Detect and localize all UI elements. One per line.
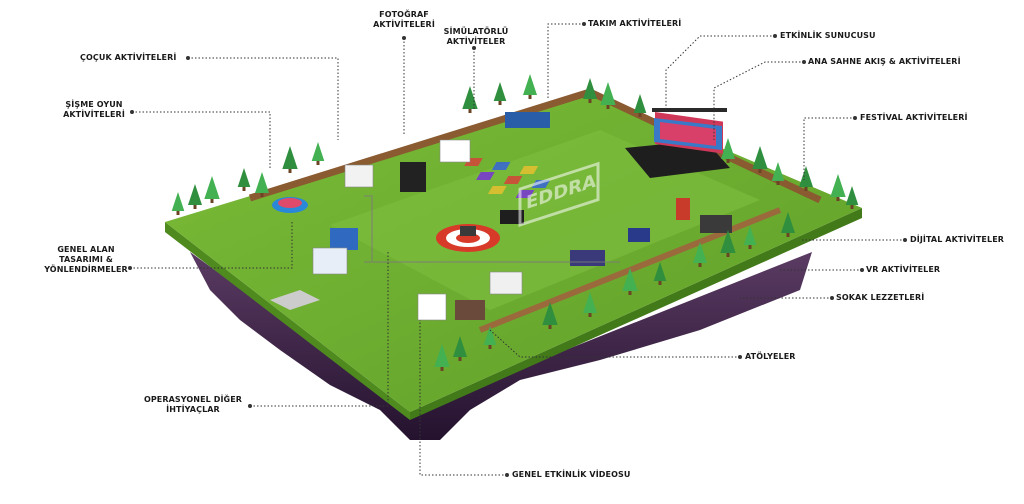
label-fotograf-line2: AKTİVİTELERİ [373, 20, 435, 29]
label-sisme-line2: AKTİVİTELERİ [63, 110, 125, 119]
watermark-box-big [364, 195, 620, 263]
center-target [436, 224, 500, 252]
leader-dots [128, 22, 907, 477]
stage-screen [654, 118, 722, 150]
label-operasyonel-line2: İHTİYAÇLAR [166, 405, 220, 414]
checker-area [464, 158, 551, 198]
label-fotograf: FOTOĞRAF AKTİVİTELERİ [368, 10, 440, 30]
label-genel-alan-line3: YÖNLENDİRMELER [44, 265, 128, 274]
tree-icon [311, 142, 325, 165]
label-fotograf-line1: FOTOĞRAF [379, 10, 429, 19]
tree-icon [237, 168, 251, 191]
label-simulator: SİMÜLATÖRLÜ AKTİVİTELER [440, 27, 512, 47]
gray-pad [270, 290, 320, 310]
label-simulator-line1: SİMÜLATÖRLÜ [443, 27, 509, 36]
label-atolyeler: ATÖLYELER [745, 352, 796, 361]
label-operasyonel-line1: OPERASYONEL DİĞER [143, 395, 243, 404]
tree-icon [600, 82, 616, 109]
label-festival: FESTİVAL AKTİVİTELERİ [860, 113, 968, 122]
tree-icon [255, 172, 269, 197]
tree-icon [799, 166, 813, 191]
tree-icon [188, 184, 202, 209]
label-vr: VR AKTİVİTELER [866, 265, 941, 274]
label-genel-alan-line2: TASARIMI & [59, 255, 113, 264]
tree-icon [583, 78, 597, 103]
label-genel-video: GENEL ETKİNLİK VİDEOSU [512, 470, 631, 479]
tree-icon [781, 212, 795, 237]
trees [171, 74, 859, 371]
tree-icon [204, 176, 220, 203]
fence-back-left [248, 88, 592, 202]
tree-icon [830, 174, 846, 201]
tree-icon [721, 138, 735, 163]
tree-icon [171, 192, 185, 215]
grass-edge-left [165, 222, 410, 420]
tree-icon [622, 268, 638, 295]
label-genel-alan-line1: GENEL ALAN [57, 245, 115, 254]
tree-icon [483, 326, 497, 349]
tree-icon [282, 146, 298, 173]
tree-icon [693, 242, 707, 267]
booths [312, 112, 732, 321]
label-takim-aktiviteleri: TAKIM AKTİVİTELERİ [588, 19, 682, 28]
label-ana-sahne: ANA SAHNE AKIŞ & AKTİVİTELERİ [808, 57, 961, 66]
tree-icon [542, 302, 558, 329]
inflatable-area [272, 197, 308, 213]
tree-icon [453, 336, 467, 361]
tree-icon [434, 344, 450, 371]
label-sisme-line1: ŞİŞME OYUN [65, 100, 123, 109]
tree-icon [771, 162, 785, 185]
tree-icon [633, 94, 647, 117]
leader-lines [130, 23, 905, 476]
tree-icon [493, 82, 507, 105]
tree-icon [845, 186, 859, 209]
tree-icon [720, 230, 736, 257]
label-cocuk-aktiviteleri: ÇOÇUK AKTİVİTELERİ [80, 53, 177, 62]
tree-icon [743, 226, 757, 249]
label-operasyonel: OPERASYONEL DİĞER İHTİYAÇLAR [140, 395, 246, 415]
tree-icon [523, 74, 537, 99]
label-genel-alan: GENEL ALAN TASARIMI & YÖNLENDİRMELER [44, 245, 128, 275]
label-simulator-line2: AKTİVİTELER [446, 37, 506, 46]
label-sisme-oyun: ŞİŞME OYUN AKTİVİTELERİ [60, 100, 128, 120]
label-etkinlik-sunucusu: ETKİNLİK SUNUCUSU [780, 31, 876, 40]
tree-icon [653, 262, 667, 285]
grass-edge-right [410, 208, 862, 420]
label-dijital: DİJİTAL AKTİVİTELER [910, 235, 1005, 244]
tree-icon [462, 86, 478, 113]
tree-icon [583, 292, 597, 317]
tree-icon [752, 146, 768, 173]
label-sokak: SOKAK LEZZETLERİ [836, 293, 925, 302]
